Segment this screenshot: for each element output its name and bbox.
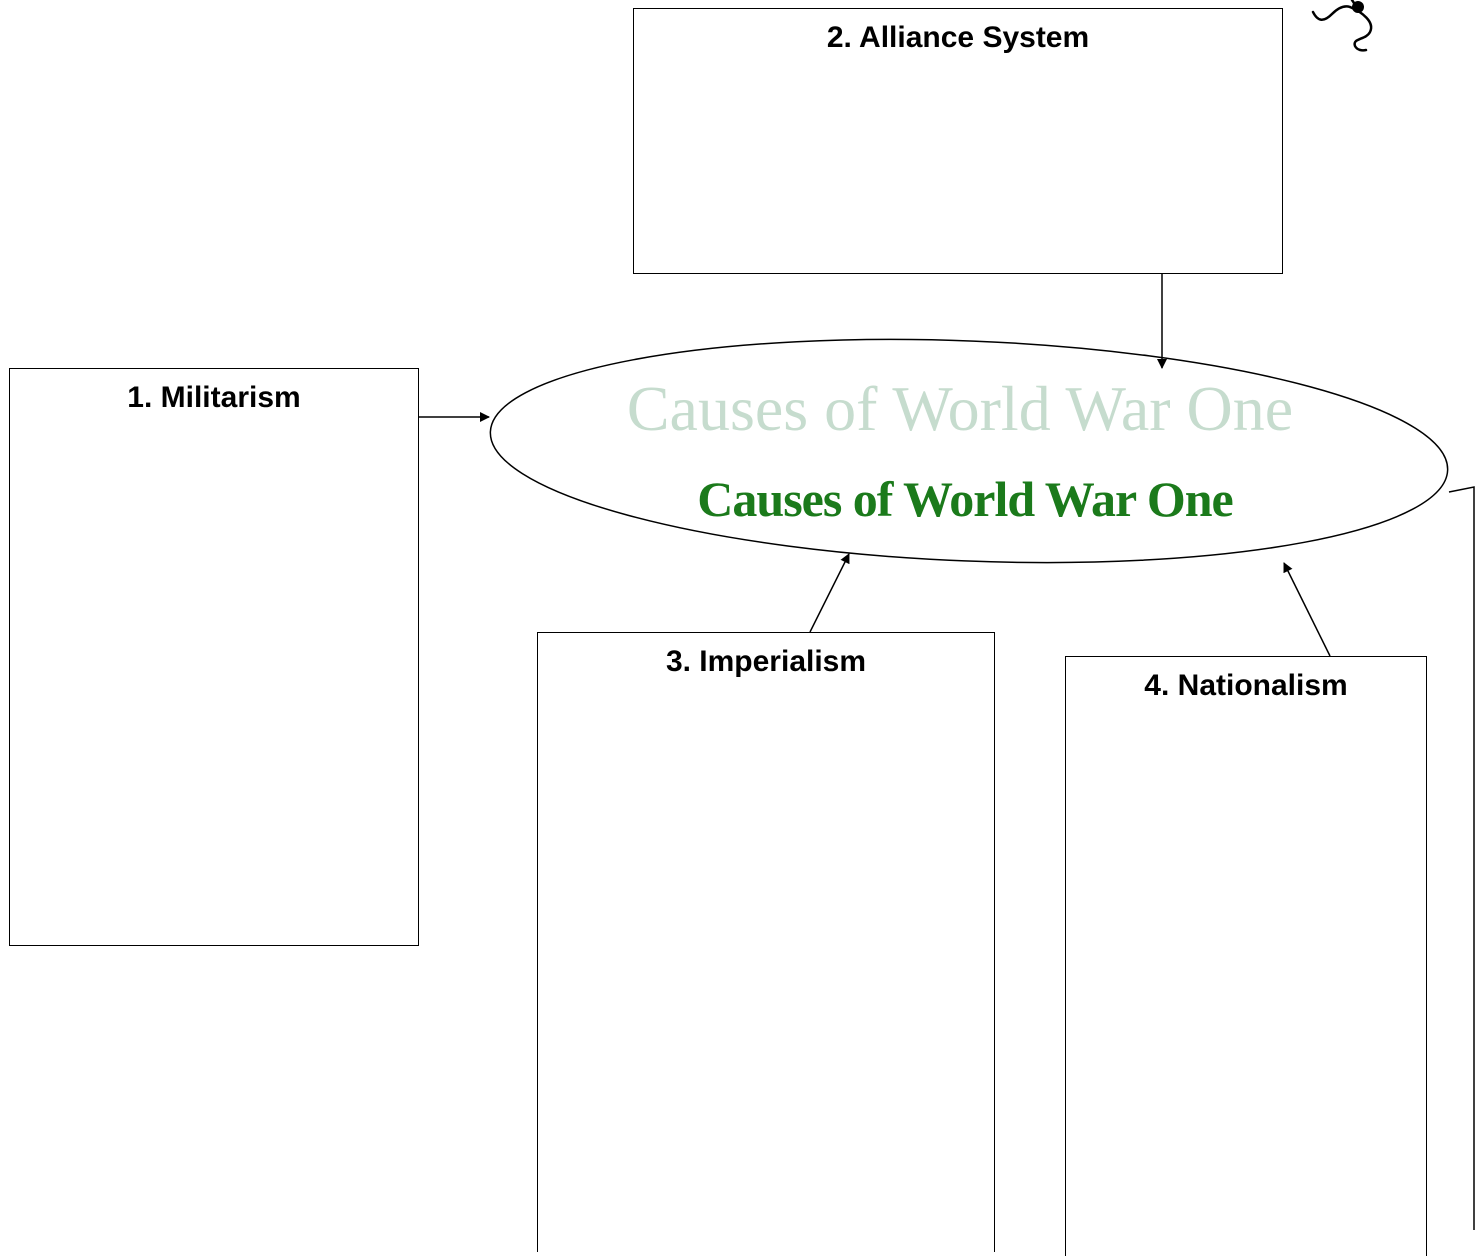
- arrow-nationalism: [1283, 562, 1331, 657]
- center-title-ghost: Causes of World War One: [626, 373, 1294, 444]
- partial-box-edge: [1448, 486, 1475, 1230]
- alliance-system-box-title: 2. Alliance System: [826, 21, 1090, 54]
- center-title: Causes of World War One: [697, 471, 1233, 527]
- imperialism-box-title: 3. Imperialism: [665, 645, 867, 678]
- militarism-box-title: 1. Militarism: [127, 381, 301, 414]
- militarism-box: 1. Militarism: [9, 368, 419, 946]
- imperialism-box: 3. Imperialism: [537, 632, 995, 1252]
- arrow-imperialism: [809, 553, 850, 633]
- central-ellipse: [489, 338, 1449, 564]
- nationalism-box: 4. Nationalism: [1065, 656, 1427, 1256]
- alliance-system-box: 2. Alliance System: [633, 8, 1283, 274]
- diagram-connectors: [419, 0, 1475, 1230]
- nationalism-box-title: 4. Nationalism: [1144, 669, 1348, 702]
- squiggle-dot: [1352, 1, 1364, 13]
